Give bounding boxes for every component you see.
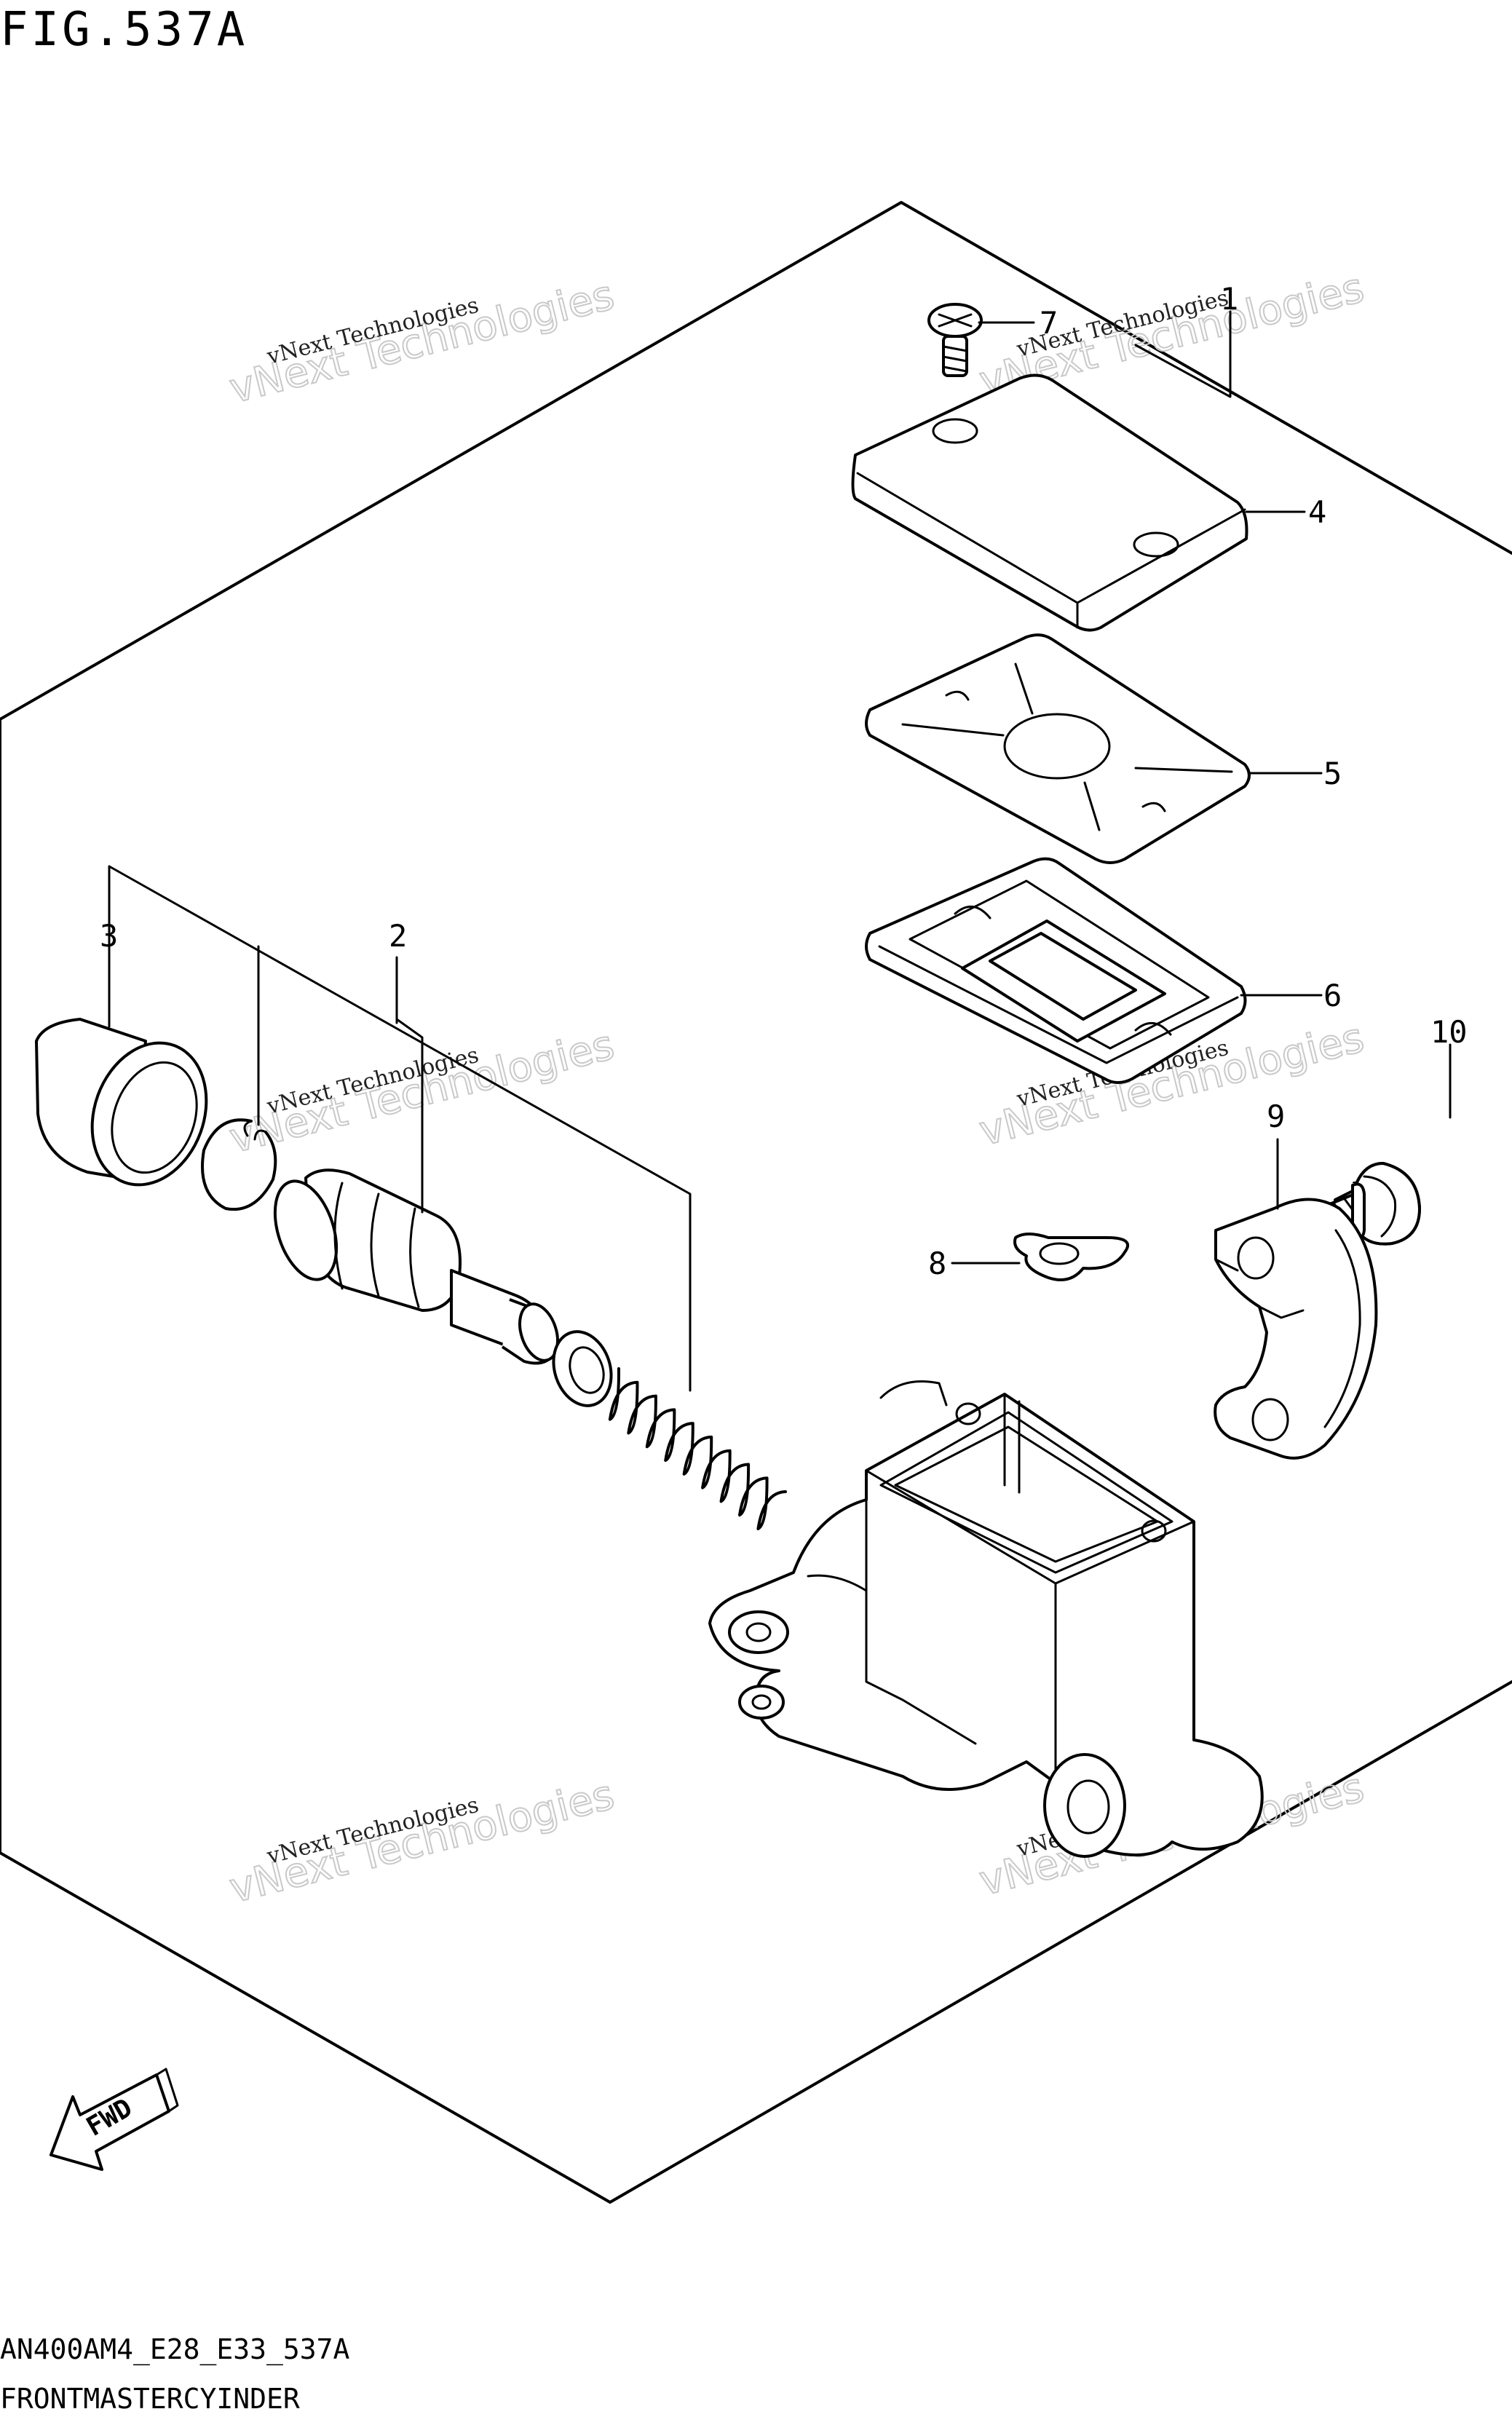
cup-seal [552,1330,613,1407]
spring [608,1367,787,1530]
part-3-boot [35,1018,208,1187]
callout-3: 3 [100,918,118,954]
callout-2: 2 [389,918,407,954]
part-4-reservoir-cap [851,373,1248,632]
master-cylinder-body [708,1380,1264,1858]
figure-title: FIG.537A [0,3,248,57]
callout-8: 8 [928,1246,946,1281]
fwd-arrow: FWD [50,2068,179,2171]
callout-labels: 1 2 3 4 5 6 7 8 9 10 [100,281,1468,1281]
callout-4: 4 [1308,494,1326,530]
figure-caption: FRONTMASTERCYINDER [0,2383,300,2415]
circlip [201,1118,277,1211]
leader-2-3 [108,865,692,1392]
callout-10: 10 [1430,1014,1468,1050]
callout-9: 9 [1267,1099,1285,1134]
callout-5: 5 [1323,756,1342,791]
leader-1 [1134,310,1232,398]
callout-6: 6 [1323,978,1342,1013]
callout-7: 7 [1040,305,1058,341]
part-9-clamp [1214,1198,1378,1460]
figure-code: AN400AM4_E28_E33_537A [0,2333,350,2366]
exploded-view-frame [0,201,1512,2204]
part-5-plate [865,633,1251,864]
callout-1: 1 [1220,281,1238,317]
part-7-screw [927,303,983,377]
part-8-nut [1013,1233,1130,1281]
part-2-piston [273,1168,559,1365]
part-6-diaphragm [865,857,1247,1084]
leader-lines [108,310,1452,1392]
